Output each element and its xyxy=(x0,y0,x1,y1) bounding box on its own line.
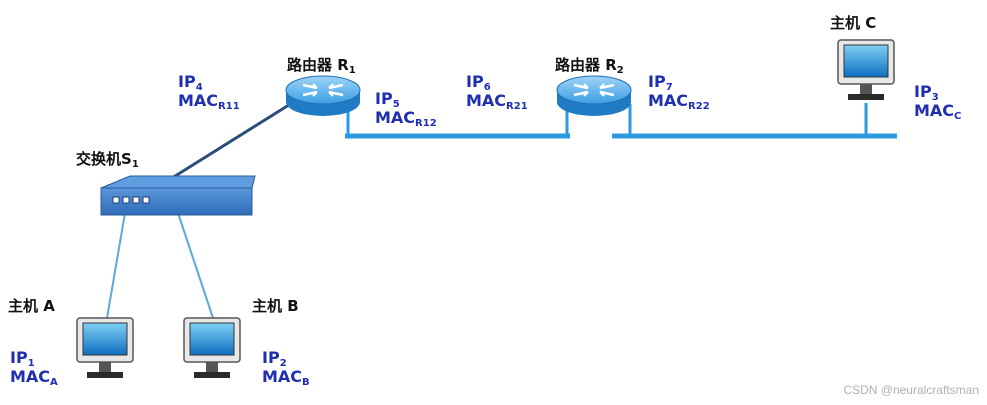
address-ip3: IP3 MACC xyxy=(914,82,962,122)
address-ip7: IP7 MACR22 xyxy=(648,72,710,112)
switch-label: 交换机S1 xyxy=(76,150,139,170)
address-ip2: IP2 MACB xyxy=(262,348,310,388)
hosta-label: 主机 A xyxy=(8,297,55,315)
address-ip5: IP5 MACR12 xyxy=(375,89,437,129)
watermark: CSDN @neuralcraftsman xyxy=(843,383,979,397)
link-switch-hostA xyxy=(106,212,126,319)
computer-icon xyxy=(837,39,895,100)
computer-icon xyxy=(76,317,134,378)
hostc-label: 主机 C xyxy=(830,14,877,32)
computer-icon xyxy=(183,317,241,378)
link-switch-router1 xyxy=(171,96,301,180)
router-icon xyxy=(556,75,632,116)
address-ip4: IP4 MACR11 xyxy=(178,72,240,112)
router1-label: 路由器 R1 xyxy=(287,56,356,76)
router-icon xyxy=(285,75,361,116)
address-ip1: IP1 MACA xyxy=(10,348,58,388)
router2-label: 路由器 R2 xyxy=(555,56,624,76)
switch-icon xyxy=(100,175,256,216)
address-ip6: IP6 MACR21 xyxy=(466,72,528,112)
hostb-label: 主机 B xyxy=(252,297,299,315)
link-switch-hostB xyxy=(177,212,214,319)
